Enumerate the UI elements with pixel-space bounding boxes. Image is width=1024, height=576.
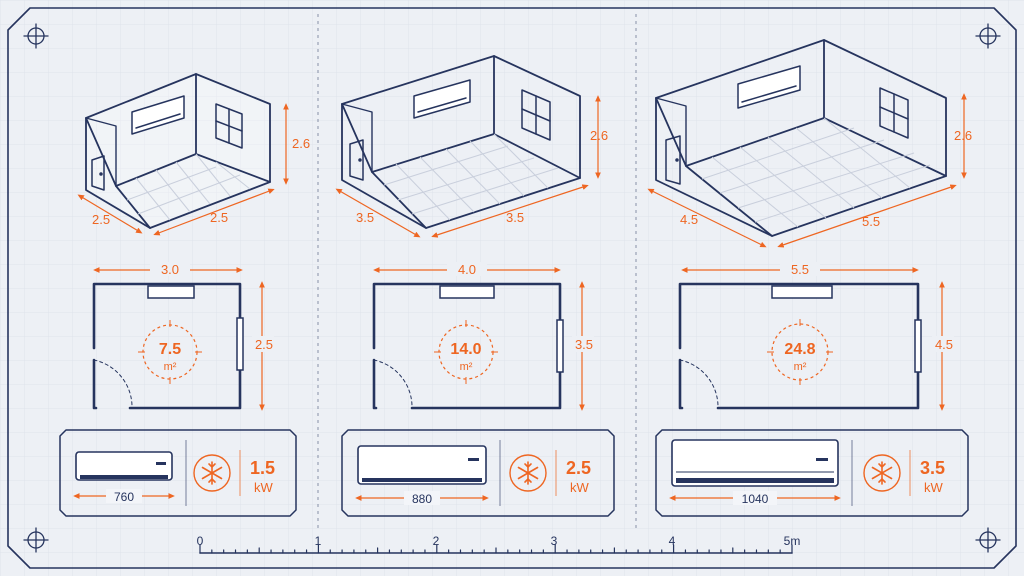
area-unit: m² <box>794 361 807 373</box>
iso-depth-label: 2.5 <box>92 212 110 227</box>
iso-height-label: 2.6 <box>292 136 310 151</box>
door-icon <box>349 139 364 181</box>
crosshair-icon <box>23 527 49 553</box>
window-icon <box>521 89 551 141</box>
iso-height-label: 2.6 <box>954 128 972 143</box>
power-unit: kW <box>924 480 944 495</box>
unit-card-1: 760 1.5 kW <box>59 429 297 517</box>
iso-room-3: 2.6 4.5 5.5 <box>647 39 972 248</box>
plan-window <box>236 317 244 371</box>
power-unit: kW <box>254 480 274 495</box>
area-unit: m² <box>164 361 177 373</box>
window-icon <box>215 103 243 149</box>
ac-unit-icon <box>671 439 839 487</box>
iso-room-2: 2.6 3.5 3.5 <box>335 55 608 238</box>
area-value: 7.5 <box>159 341 181 358</box>
column-2: 2.6 3.5 3.5 4.0 3.5 14.0 m² <box>335 55 615 517</box>
scale-label-5: 5m <box>784 534 801 548</box>
plan-window <box>556 319 564 373</box>
unit-width-label: 760 <box>114 490 134 504</box>
snowflake-icon <box>509 454 547 492</box>
unit-width-label: 880 <box>412 492 432 506</box>
floor-plan-3: 5.5 4.5 24.8 m² <box>678 262 954 411</box>
plan-ac-unit <box>771 285 833 299</box>
plan-width-label: 3.0 <box>161 262 179 277</box>
plan-depth-label: 4.5 <box>935 337 953 352</box>
power-unit: kW <box>570 480 590 495</box>
area-unit: m² <box>460 361 473 373</box>
plan-width-label: 5.5 <box>791 262 809 277</box>
plan-ac-unit <box>147 285 195 299</box>
crosshair-icon <box>975 527 1001 553</box>
column-1: 2.6 2.5 2.5 3.0 2.5 7.5 m² <box>59 73 310 517</box>
unit-card-3: 1040 3.5 kW <box>655 429 969 517</box>
door-icon <box>91 155 105 191</box>
unit-width-label: 1040 <box>742 492 769 506</box>
power-value: 2.5 <box>566 458 591 478</box>
iso-width-label: 5.5 <box>862 214 880 229</box>
ac-unit-icon <box>737 65 801 109</box>
outer-frame <box>7 7 1017 569</box>
plan-ac-unit <box>439 285 495 299</box>
ac-unit-icon <box>75 451 173 481</box>
plan-depth-label: 2.5 <box>255 337 273 352</box>
area-value: 24.8 <box>784 341 815 358</box>
column-3: 2.6 4.5 5.5 5.5 4.5 24.8 m² <box>647 39 972 517</box>
iso-width-label: 3.5 <box>506 210 524 225</box>
plan-window <box>914 319 922 373</box>
crosshair-icon <box>975 23 1001 49</box>
crosshair-icon <box>23 23 49 49</box>
plan-depth-label: 3.5 <box>575 337 593 352</box>
iso-height-label: 2.6 <box>590 128 608 143</box>
unit-card-2: 880 2.5 kW <box>341 429 615 517</box>
scale-label-1: 1 <box>315 534 322 548</box>
scale-label-4: 4 <box>669 534 676 548</box>
power-value: 1.5 <box>250 458 275 478</box>
iso-depth-label: 3.5 <box>356 210 374 225</box>
floor-plan-1: 3.0 2.5 7.5 m² <box>92 262 274 411</box>
door-icon <box>665 135 681 185</box>
snowflake-icon <box>863 454 901 492</box>
scale-label-3: 3 <box>551 534 558 548</box>
scale-bar: 0 1 2 3 4 5m <box>197 534 801 554</box>
ac-unit-icon <box>131 95 185 135</box>
scale-label-0: 0 <box>197 534 204 548</box>
iso-width-label: 2.5 <box>210 210 228 225</box>
ac-unit-icon <box>357 445 487 485</box>
plan-width-label: 4.0 <box>458 262 476 277</box>
iso-room-1: 2.6 2.5 2.5 <box>77 73 310 236</box>
window-icon <box>879 87 909 139</box>
snowflake-icon <box>193 454 231 492</box>
power-value: 3.5 <box>920 458 945 478</box>
iso-depth-label: 4.5 <box>680 212 698 227</box>
floor-plan-2: 4.0 3.5 14.0 m² <box>372 262 594 411</box>
ac-unit-icon <box>413 79 471 119</box>
scale-label-2: 2 <box>433 534 440 548</box>
area-value: 14.0 <box>450 341 481 358</box>
